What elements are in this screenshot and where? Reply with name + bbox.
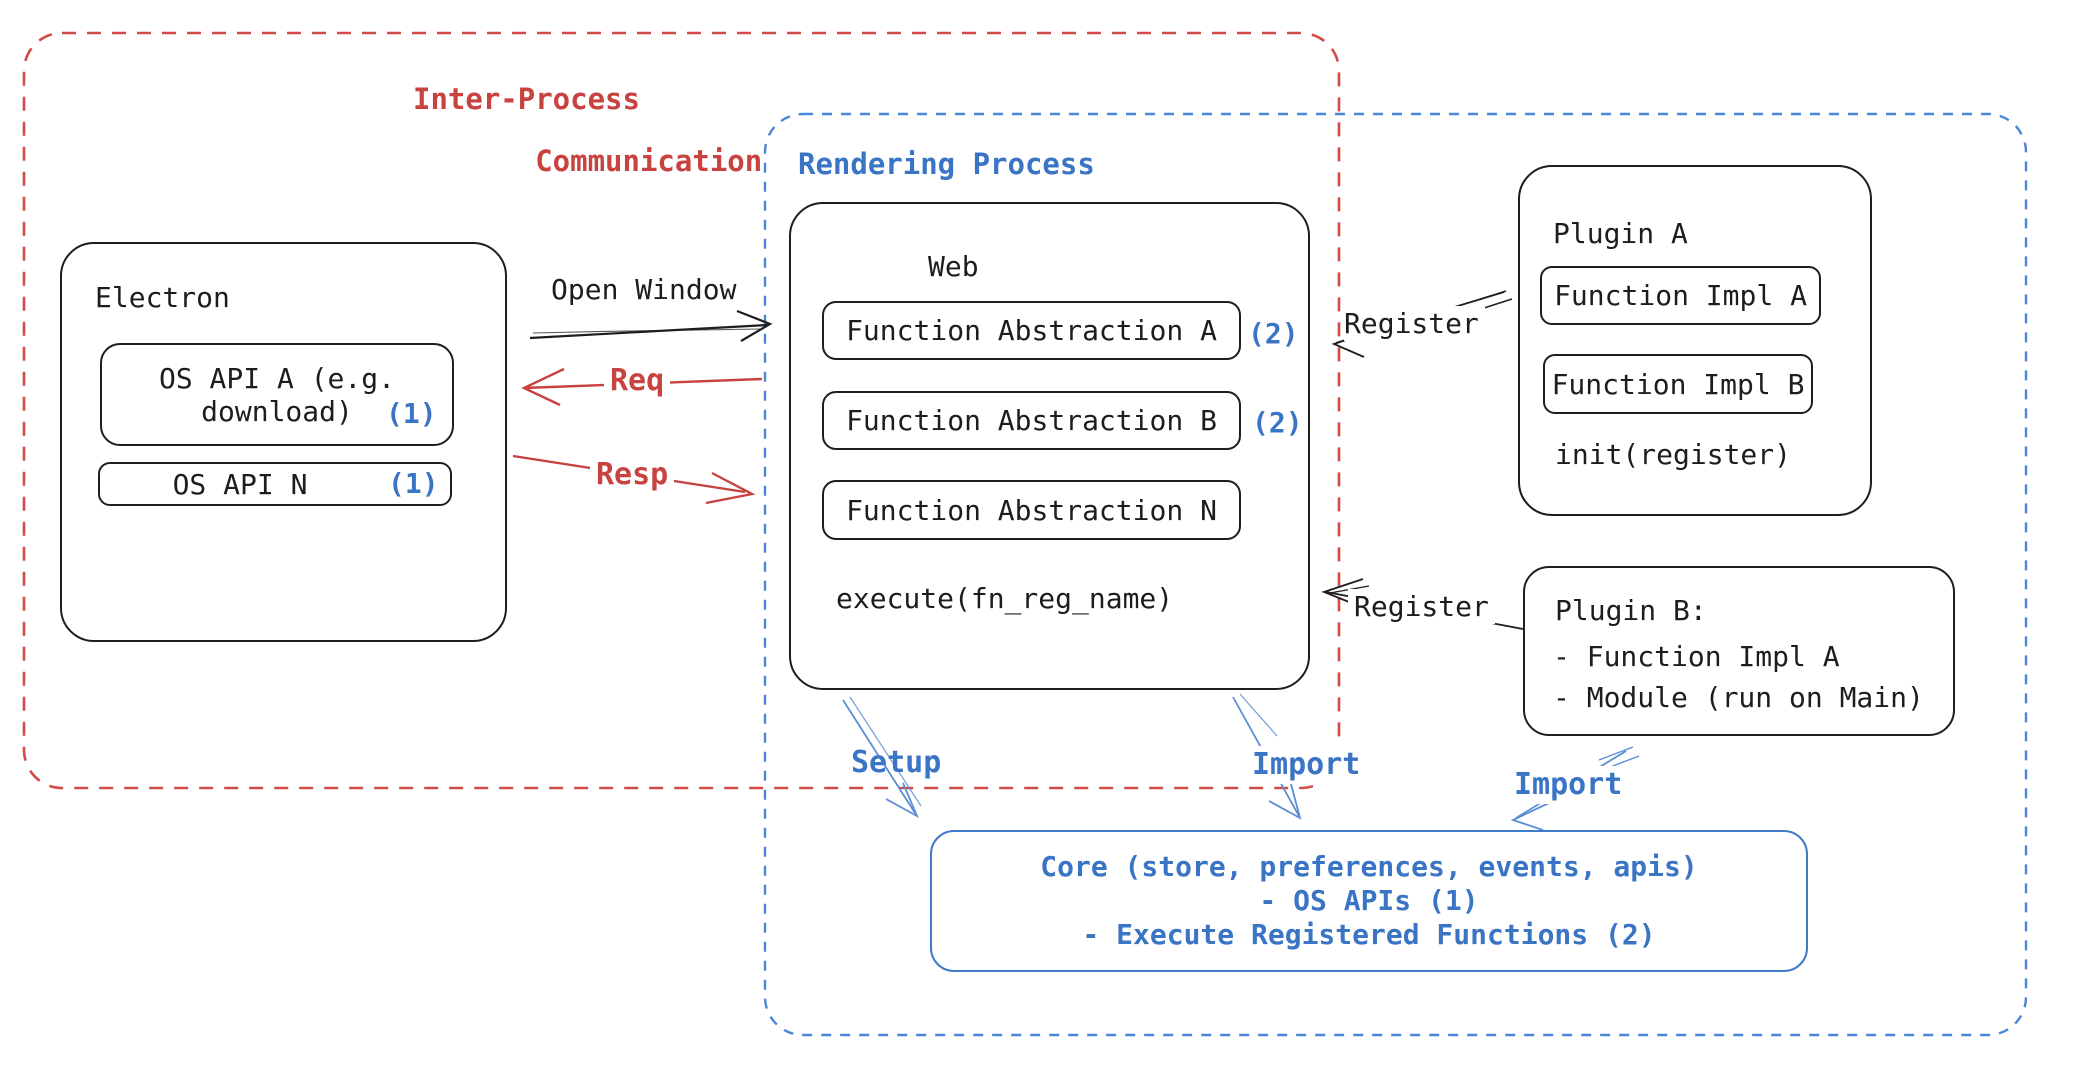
register-bottom-label: Register	[1348, 589, 1495, 624]
core-box: Core (store, preferences, events, apis) …	[930, 830, 1808, 972]
web-title: Web	[928, 250, 979, 283]
os-api-a-label-line1: OS API A (e.g.	[158, 361, 395, 395]
os-api-a-number: (1)	[386, 397, 437, 430]
electron-box	[60, 242, 507, 642]
plugin-b-item-2: - Module (run on Main)	[1553, 681, 1924, 714]
plugin-b-box	[1523, 566, 1955, 736]
plugin-b-title: Plugin B:	[1555, 594, 1707, 627]
fn-abstraction-b-label: Function Abstraction B	[846, 404, 1217, 437]
os-api-a-box: OS API A (e.g. download)	[100, 343, 454, 446]
fn-abstraction-a-box: Function Abstraction A	[822, 301, 1241, 360]
rendering-process-label: Rendering Process	[798, 147, 1095, 181]
fn-impl-b-label: Function Impl B	[1551, 367, 1805, 401]
fn-impl-b-box: Function Impl B	[1543, 354, 1813, 414]
fn-abstraction-b-box: Function Abstraction B	[822, 391, 1241, 450]
plugin-a-title: Plugin A	[1553, 217, 1688, 250]
core-line-2: - OS APIs (1)	[1259, 884, 1479, 917]
rendering-boundary	[763, 112, 2028, 1037]
fn-abstraction-n-box: Function Abstraction N	[822, 480, 1241, 540]
fn-abstraction-a-label: Function Abstraction A	[846, 314, 1217, 347]
setup-label: Setup	[851, 745, 942, 780]
plugin-a-box	[1518, 165, 1872, 516]
os-api-n-label: OS API N	[172, 467, 308, 501]
fn-abstraction-b-number: (2)	[1252, 406, 1303, 439]
resp-label: Resp	[590, 456, 675, 494]
init-register-label: init(register)	[1555, 438, 1792, 471]
register-top-label: Register	[1344, 306, 1485, 341]
import-plugin-b-label: Import	[1510, 766, 1627, 804]
core-line-3: - Execute Registered Functions (2)	[1082, 918, 1656, 951]
ipc-boundary	[22, 31, 1341, 790]
os-api-n-box: OS API N	[98, 462, 452, 506]
electron-title: Electron	[95, 281, 230, 314]
req-label: Req	[604, 362, 671, 400]
fn-impl-a-box: Function Impl A	[1540, 266, 1821, 325]
fn-impl-a-label: Function Impl A	[1554, 279, 1807, 312]
ipc-label: Inter-Process Communication	[413, 82, 763, 178]
open-window-arrow	[529, 309, 773, 342]
os-api-a-label-line2: download)	[201, 394, 353, 428]
import-web-label: Import	[1248, 746, 1365, 784]
setup-arrow	[842, 696, 922, 819]
execute-label: execute(fn_reg_name)	[836, 582, 1174, 615]
plugin-b-item-1: - Function Impl A	[1553, 640, 1840, 673]
web-box	[789, 202, 1310, 690]
open-window-label: Open Window	[551, 273, 737, 306]
fn-abstraction-n-label: Function Abstraction N	[846, 493, 1217, 527]
os-api-n-number: (1)	[388, 467, 439, 500]
fn-abstraction-a-number: (2)	[1248, 317, 1299, 350]
import-plugin-b-arrow	[1510, 746, 1640, 831]
core-line-1: Core (store, preferences, events, apis)	[1040, 850, 1698, 883]
